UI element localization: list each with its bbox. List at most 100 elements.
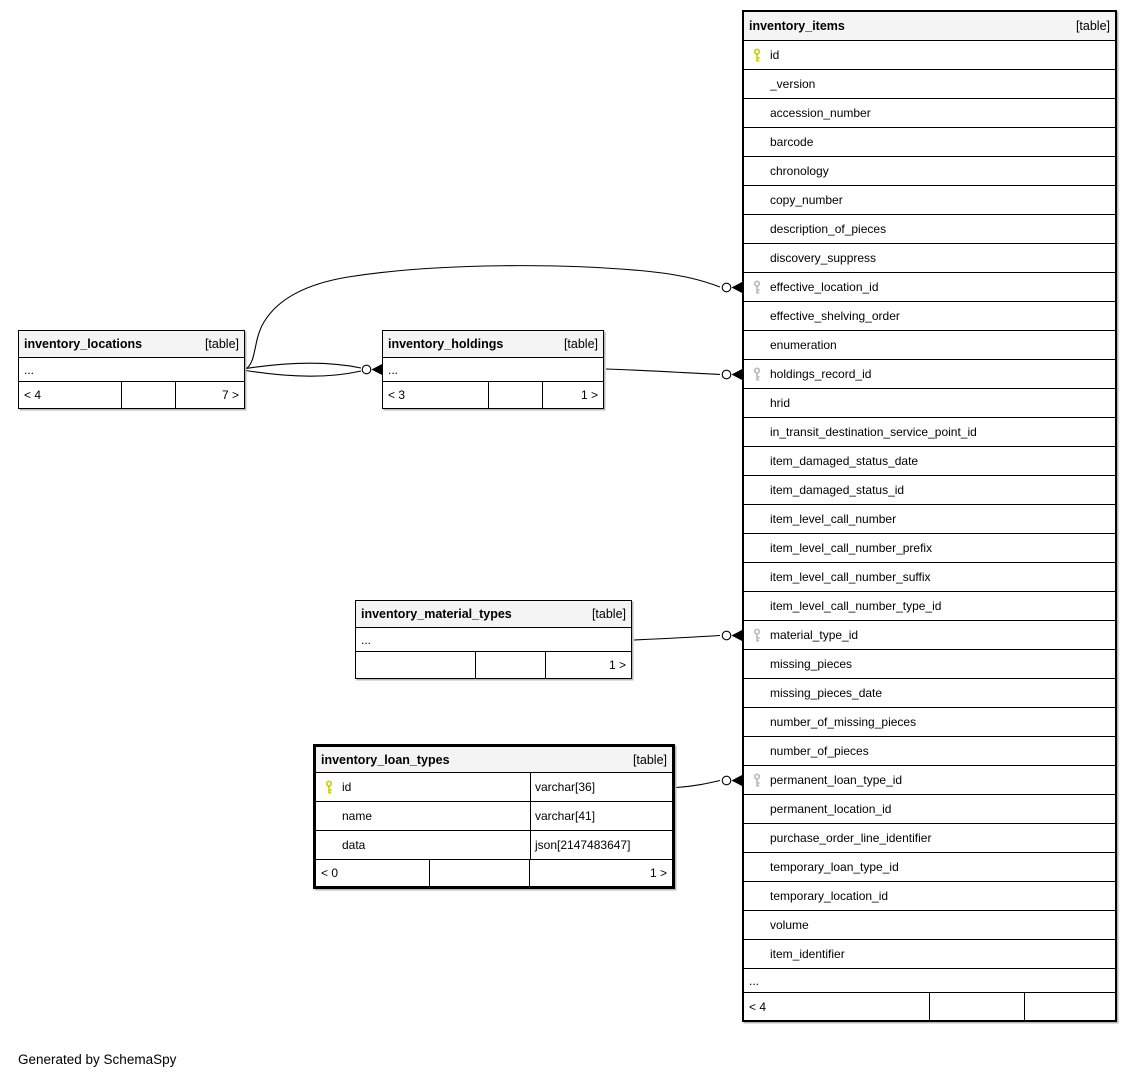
table-footer: < 4 — [744, 993, 1115, 1020]
table-title[interactable]: inventory_locations — [24, 337, 143, 351]
column-name: permanent_location_id — [770, 802, 892, 816]
column-row-description_of_pieces: description_of_pieces — [744, 215, 1115, 244]
table-inventory-material-types[interactable]: inventory_material_types[table]...1 > — [355, 600, 632, 679]
column-name: missing_pieces_date — [770, 686, 883, 700]
primary-key-icon — [325, 779, 333, 794]
fk-endpoint-effective-location-id — [721, 282, 742, 293]
hidden-columns-ellipsis: ... — [744, 969, 1115, 993]
column-name: barcode — [770, 135, 814, 149]
column-name: number_of_pieces — [770, 744, 869, 758]
related-count-left: < 3 — [383, 382, 489, 408]
column-type: varchar[41] — [530, 802, 672, 830]
column-name: chronology — [770, 164, 829, 178]
fk-endpoint-holdings-ellipsis — [361, 364, 382, 375]
column-name: copy_number — [770, 193, 843, 207]
generator-note: Generated by SchemaSpy — [18, 1052, 177, 1067]
column-name: permanent_loan_type_id — [770, 773, 903, 787]
column-row-id: id varchar[36] — [316, 773, 672, 802]
fk-endpoint-holdings-record-id — [721, 369, 742, 380]
column-row-copy_number: copy_number — [744, 186, 1115, 215]
table-inventory-holdings[interactable]: inventory_holdings [table]...< 3 1 > — [382, 330, 604, 409]
table-inventory-loan-types[interactable]: inventory_loan_types [table] id varchar[36]… — [313, 744, 675, 889]
relationship-line-locations-to-holdings-upper — [245, 362, 362, 370]
table-title[interactable]: inventory_loan_types — [321, 752, 450, 767]
column-type: varchar[36] — [530, 773, 672, 801]
column-name: in_transit_destination_service_point_id — [770, 425, 977, 439]
column-row-discovery_suppress: discovery_suppress — [744, 244, 1115, 273]
related-count-right: 1 > — [580, 388, 598, 402]
column-row-permanent_location_id: permanent_location_id — [744, 795, 1115, 824]
column-name: _version — [770, 77, 816, 91]
column-row-number_of_missing_pieces: number_of_missing_pieces — [744, 708, 1115, 737]
key-slot — [744, 279, 770, 295]
primary-key-icon — [753, 47, 761, 62]
key-slot — [744, 627, 770, 643]
column-name: item_level_call_number_type_id — [770, 599, 942, 613]
column-row-item_level_call_number_suffix: item_level_call_number_suffix — [744, 563, 1115, 592]
column-row-hrid: hrid — [744, 389, 1115, 418]
table-tag: [table] — [632, 752, 667, 767]
column-row-effective_location_id: effective_location_id — [744, 273, 1115, 302]
key-slot — [744, 366, 770, 382]
table-tag: [table] — [204, 337, 239, 351]
footer-spacer — [122, 382, 176, 408]
column-name: item_level_call_number_suffix — [770, 570, 931, 584]
column-row-volume: volume — [744, 911, 1115, 940]
column-row-item_identifier: item_identifier — [744, 940, 1115, 969]
table-header: inventory_holdings [table] — [383, 331, 603, 358]
related-count-left: < 4 — [744, 993, 930, 1020]
foreign-key-icon — [753, 279, 761, 294]
column-name: effective_location_id — [770, 280, 879, 294]
table-inventory-items[interactable]: inventory_items [table] id _version accessio… — [742, 10, 1117, 1022]
table-footer: < 3 1 > — [383, 382, 603, 408]
column-name: effective_shelving_order — [770, 309, 900, 323]
column-name: id — [342, 780, 352, 794]
column-row-purchase_order_line_identifier: purchase_order_line_identifier — [744, 824, 1115, 853]
column-name: material_type_id — [770, 628, 859, 642]
table-tag: [table] — [1075, 19, 1110, 33]
column-name: holdings_record_id — [770, 367, 872, 381]
column-name: number_of_missing_pieces — [770, 715, 917, 729]
foreign-key-icon — [753, 366, 761, 381]
column-row-item_level_call_number: item_level_call_number — [744, 505, 1115, 534]
column-type: json[2147483647] — [530, 831, 672, 859]
column-row-temporary_location_id: temporary_location_id — [744, 882, 1115, 911]
relationship-line-material-types-to-items — [633, 634, 721, 641]
footer-spacer — [430, 860, 530, 886]
column-name: discovery_suppress — [770, 251, 877, 265]
column-row-material_type_id: material_type_id — [744, 621, 1115, 650]
table-header: inventory_material_types[table] — [356, 601, 631, 628]
column-name: enumeration — [770, 338, 837, 352]
hidden-columns-ellipsis: ... — [383, 358, 603, 382]
fk-endpoint-permanent-loan-type-id — [721, 775, 742, 786]
column-name: item_identifier — [770, 947, 845, 961]
column-row-_version: _version — [744, 70, 1115, 99]
related-count-left: < 0 — [316, 860, 430, 886]
column-row-accession_number: accession_number — [744, 99, 1115, 128]
column-name: purchase_order_line_identifier — [770, 831, 932, 845]
column-name: item_damaged_status_date — [770, 454, 919, 468]
related-count-left — [356, 652, 476, 678]
column-row-barcode: barcode — [744, 128, 1115, 157]
table-title[interactable]: inventory_items — [749, 19, 845, 33]
column-name: item_damaged_status_id — [770, 483, 905, 497]
column-row-effective_shelving_order: effective_shelving_order — [744, 302, 1115, 331]
table-title[interactable]: inventory_material_types — [361, 607, 512, 621]
footer-spacer — [489, 382, 543, 408]
table-title[interactable]: inventory_holdings — [388, 337, 504, 351]
table-footer: 1 > — [356, 652, 631, 678]
column-name: accession_number — [770, 106, 871, 120]
column-name: id — [770, 48, 780, 62]
table-tag: [table] — [563, 337, 598, 351]
related-count-right: 7 > — [221, 388, 239, 402]
column-name: temporary_loan_type_id — [770, 860, 899, 874]
column-name: volume — [770, 918, 809, 932]
relationship-line-holdings-to-items — [605, 368, 721, 376]
relationship-line-loan-types-to-items — [675, 779, 721, 789]
related-count-right: 1 > — [649, 866, 667, 880]
